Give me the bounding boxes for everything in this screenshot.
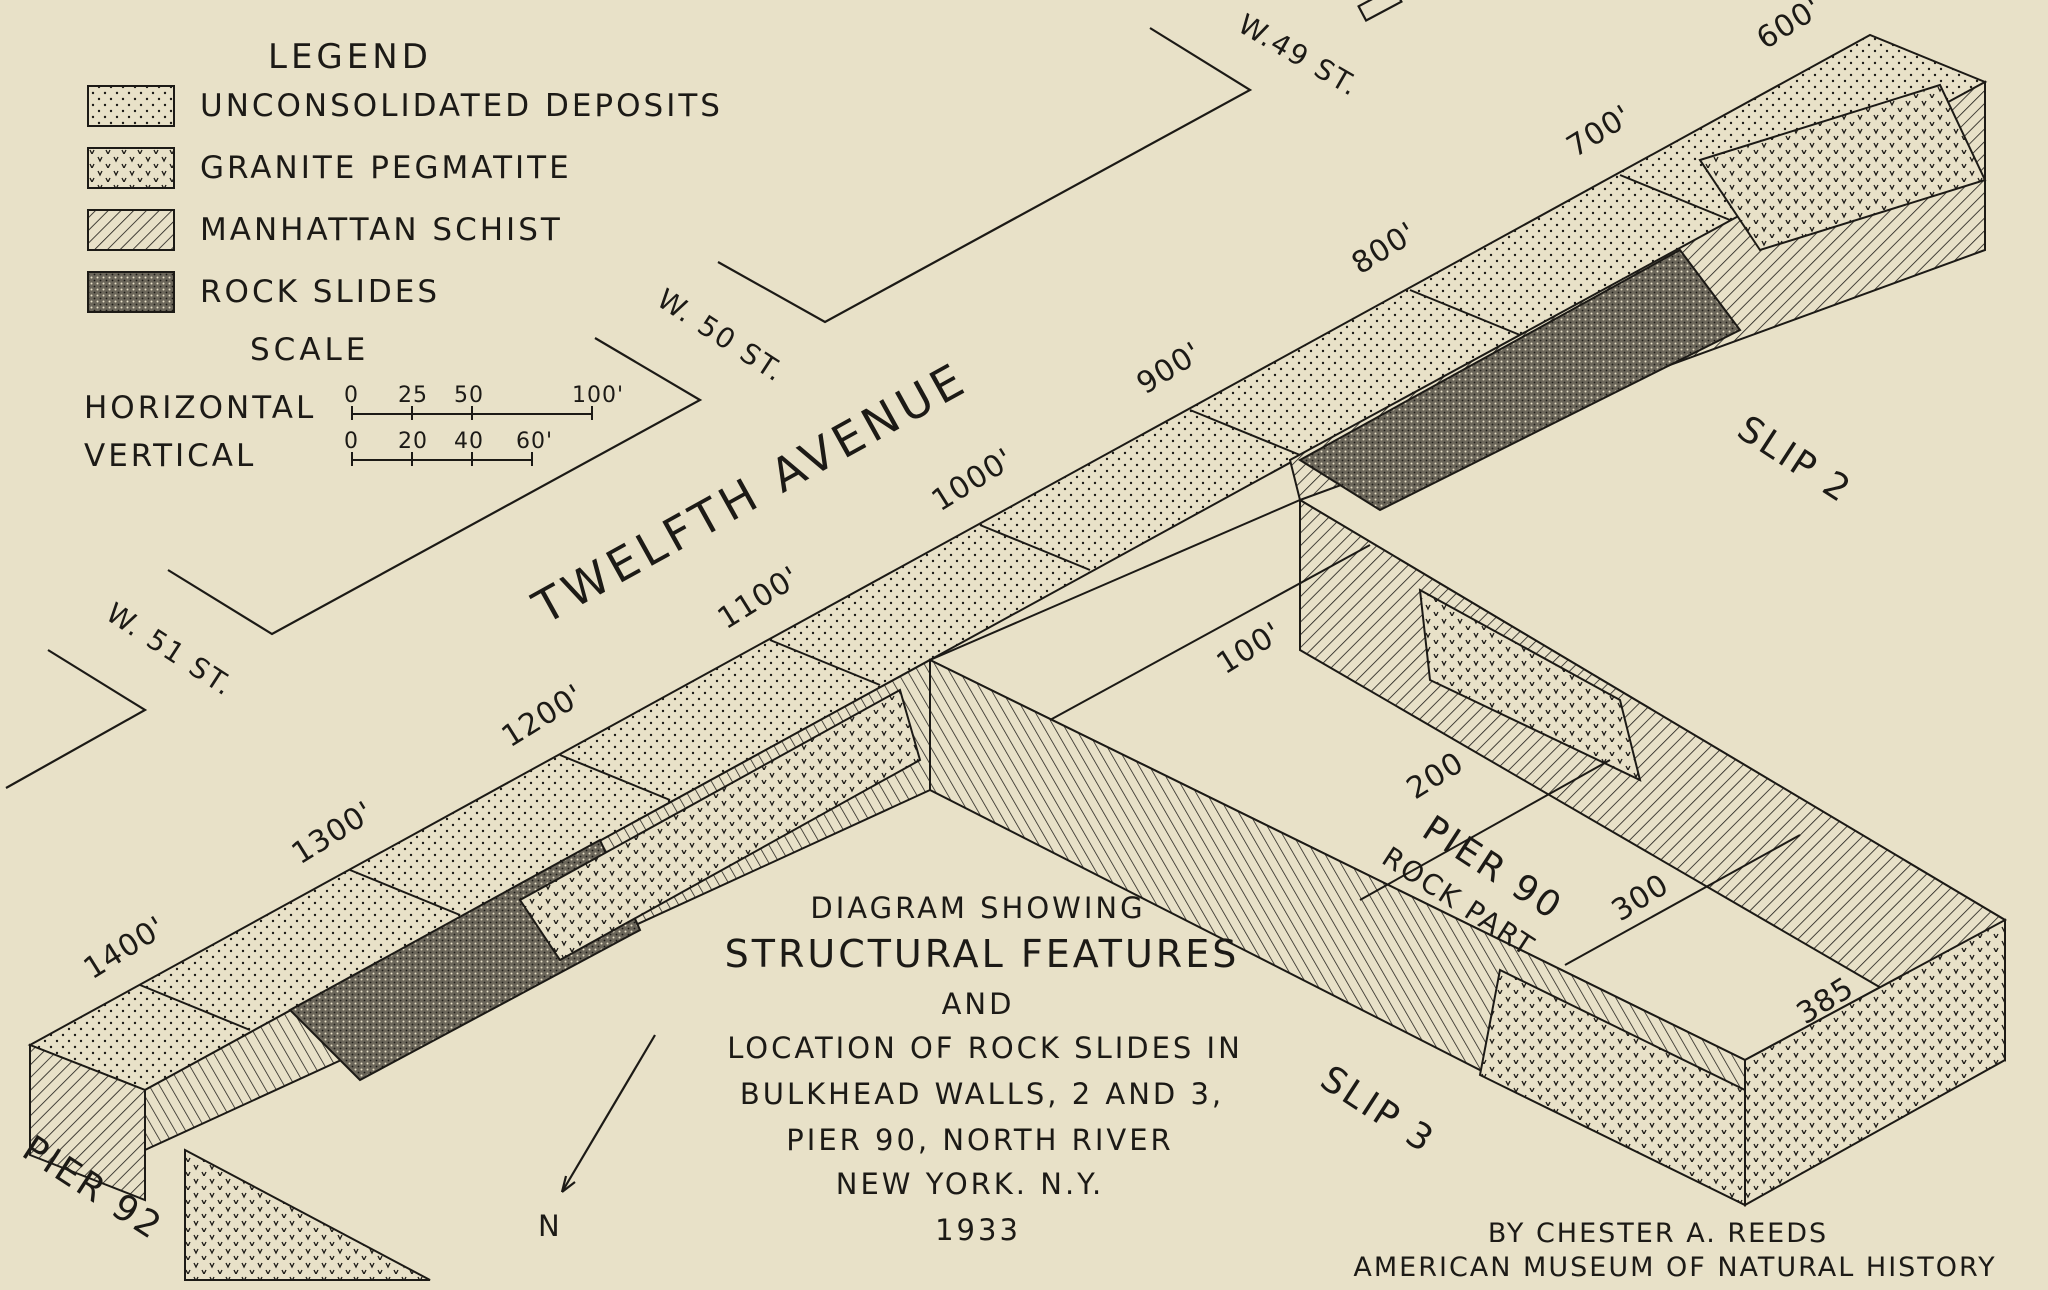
v-tick-20: 20 [398, 429, 428, 454]
title-line-6: PIER 90, NORTH RIVER [786, 1123, 1173, 1157]
rock-slide-wall-2 [1298, 248, 1742, 512]
block-w50-w51 [167, 337, 703, 636]
building-fragment [1357, 0, 1403, 22]
title-line-2: STRUCTURAL FEATURES [725, 932, 1240, 976]
legend-label-pegmatite: GRANITE PEGMATITE [200, 150, 572, 186]
credit-author: BY CHESTER A. REEDS [1488, 1218, 1828, 1249]
title-line-1: DIAGRAM SHOWING [810, 891, 1145, 925]
street-grid [5, 0, 1403, 789]
slip-3-label: SLIP 3 [1313, 1058, 1442, 1162]
title-line-4: LOCATION OF ROCK SLIDES IN [727, 1031, 1243, 1065]
title-line-8: 1933 [935, 1213, 1021, 1247]
mark-900: 900' [1131, 335, 1208, 402]
pier-92-face [184, 1148, 431, 1281]
legend-label-deposits: UNCONSOLIDATED DEPOSITS [200, 88, 723, 124]
north-arrow: N [538, 1034, 656, 1243]
h-tick-25: 25 [398, 383, 428, 408]
north-label: N [538, 1209, 563, 1243]
mark-1200: 1200' [496, 678, 591, 755]
scale-title: SCALE [250, 332, 369, 368]
legend-swatch-rock-slides [87, 271, 175, 313]
legend-swatch-deposits [87, 85, 175, 127]
v-tick-40: 40 [454, 429, 484, 454]
street-label-w49: W.49 ST. [1233, 7, 1366, 103]
block-w49-w50 [717, 27, 1253, 324]
mark-1000: 1000' [926, 442, 1021, 519]
pier-90-pegmatite-2 [1418, 588, 1642, 782]
legend-swatch-schist [87, 209, 175, 251]
legend: LEGEND UNCONSOLIDATED DEPOSITS GRANITE P… [87, 37, 723, 313]
north-arrowhead-icon [560, 1175, 576, 1193]
pier-92-block [184, 1148, 431, 1281]
pier-90-block [927, 498, 2008, 1207]
h-tick-100: 100' [572, 383, 624, 408]
title-block: DIAGRAM SHOWING STRUCTURAL FEATURES AND … [725, 891, 1243, 1247]
slip-2-label: SLIP 2 [1730, 408, 1859, 512]
scale-horizontal-label: HORIZONTAL [84, 390, 316, 426]
v-tick-60: 60' [516, 429, 553, 454]
block-south-w51 [5, 649, 148, 789]
legend-label-rock-slides: ROCK SLIDES [200, 274, 440, 310]
title-line-3: AND [942, 987, 1015, 1021]
h-tick-0: 0 [344, 383, 359, 408]
mark-700: 700' [1561, 98, 1638, 165]
pier-90-end-face [1744, 918, 2006, 1207]
street-label-w51: W. 51 ST. [100, 596, 240, 703]
v-tick-0: 0 [344, 429, 359, 454]
credit-block: BY CHESTER A. REEDS AMERICAN MUSEUM OF N… [1353, 1218, 1996, 1283]
title-line-5: BULKHEAD WALLS, 2 AND 3, [740, 1077, 1224, 1111]
h-tick-50: 50 [454, 383, 484, 408]
street-label-w50: W. 50 ST. [651, 282, 791, 389]
mark-600: 600' [1751, 0, 1828, 57]
pegmatite-wall-3 [518, 688, 922, 962]
legend-title: LEGEND [268, 37, 432, 77]
wall-end-face [29, 1043, 146, 1202]
title-line-7: NEW YORK. N.Y. [836, 1167, 1104, 1201]
scale-vertical-label: VERTICAL [84, 438, 256, 474]
mark-800: 800' [1346, 215, 1423, 282]
legend-swatch-pegmatite [87, 147, 175, 189]
mark-1100: 1100' [712, 560, 807, 637]
pegmatite-wall-2 [1698, 83, 1987, 252]
legend-label-schist: MANHATTAN SCHIST [200, 212, 563, 248]
scale-bar: SCALE HORIZONTAL VERTICAL 0 25 50 100' 0… [84, 332, 624, 474]
credit-institution: AMERICAN MUSEUM OF NATURAL HISTORY [1353, 1252, 1996, 1283]
